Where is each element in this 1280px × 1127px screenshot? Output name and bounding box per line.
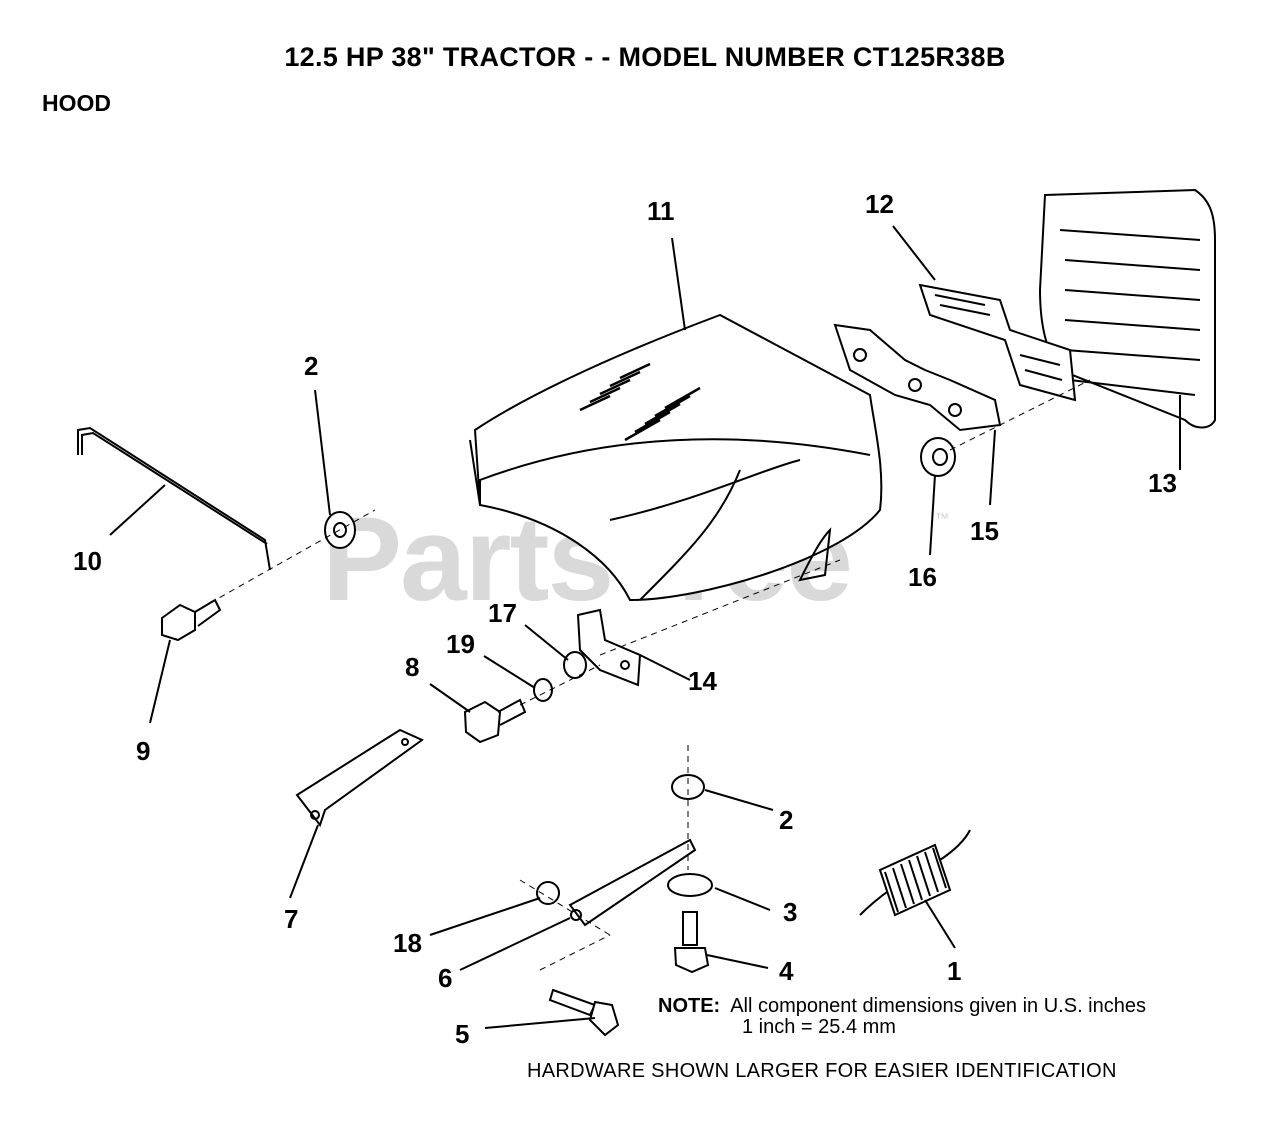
note-line-2: 1 inch = 25.4 mm — [742, 1016, 896, 1038]
callout-14: 14 — [688, 666, 717, 696]
callout-16: 16 — [908, 562, 937, 592]
callout-9: 9 — [136, 736, 150, 766]
assembly-lines — [209, 379, 1091, 971]
callout-2-lower: 2 — [779, 805, 793, 835]
page-title: 12.5 HP 38" TRACTOR - - MODEL NUMBER CT1… — [284, 42, 1006, 72]
washer-3-part — [667, 873, 713, 897]
callout-19: 19 — [446, 629, 475, 659]
bar-6-part — [568, 838, 697, 927]
hood-part — [469, 313, 883, 602]
bolt-5-part — [548, 988, 620, 1037]
nut-part — [920, 437, 956, 477]
grille-part — [1038, 188, 1216, 429]
bolt-8-part — [463, 698, 527, 744]
spring-part — [859, 829, 971, 917]
section-title: HOOD — [42, 90, 111, 116]
nut-lower-part — [671, 774, 705, 800]
clip-part — [576, 608, 642, 687]
callout-15: 15 — [970, 516, 999, 546]
washer-18-part — [536, 881, 560, 905]
hood-vents — [579, 362, 701, 442]
callout-1: 1 — [947, 956, 961, 986]
rod-part — [77, 426, 271, 571]
footer-text: HARDWARE SHOWN LARGER FOR EASIER IDENTIF… — [527, 1060, 1117, 1082]
upper-bracket-part — [918, 283, 1077, 402]
note-label: NOTE: — [658, 995, 721, 1017]
callout-10: 10 — [73, 546, 102, 576]
note-line-1: All component dimensions given in U.S. i… — [730, 995, 1146, 1017]
bolt-9-part — [161, 598, 222, 642]
bolt-4-part — [673, 911, 710, 974]
callout-13: 13 — [1148, 468, 1177, 498]
callout-8: 8 — [405, 652, 419, 682]
callout-3: 3 — [783, 897, 797, 927]
bar-7-part — [295, 728, 424, 828]
callout-7: 7 — [284, 904, 298, 934]
callout-17: 17 — [488, 598, 517, 628]
dimension-note: NOTE: All component dimensions given in … — [658, 996, 1146, 1038]
lower-bracket-part — [833, 323, 1002, 432]
watermark-trademark: ™ — [935, 510, 949, 526]
nut-upper-part — [324, 511, 356, 549]
lock-washer-19-part — [533, 678, 553, 702]
callout-5: 5 — [455, 1019, 469, 1049]
callout-18: 18 — [393, 928, 422, 958]
callout-6: 6 — [438, 963, 452, 993]
callout-12: 12 — [865, 189, 894, 219]
callout-4: 4 — [779, 956, 794, 986]
leader-lines — [109, 225, 1181, 1029]
callout-11: 11 — [647, 196, 675, 226]
callout-2-upper: 2 — [304, 351, 318, 381]
washer-17-part — [563, 651, 587, 679]
